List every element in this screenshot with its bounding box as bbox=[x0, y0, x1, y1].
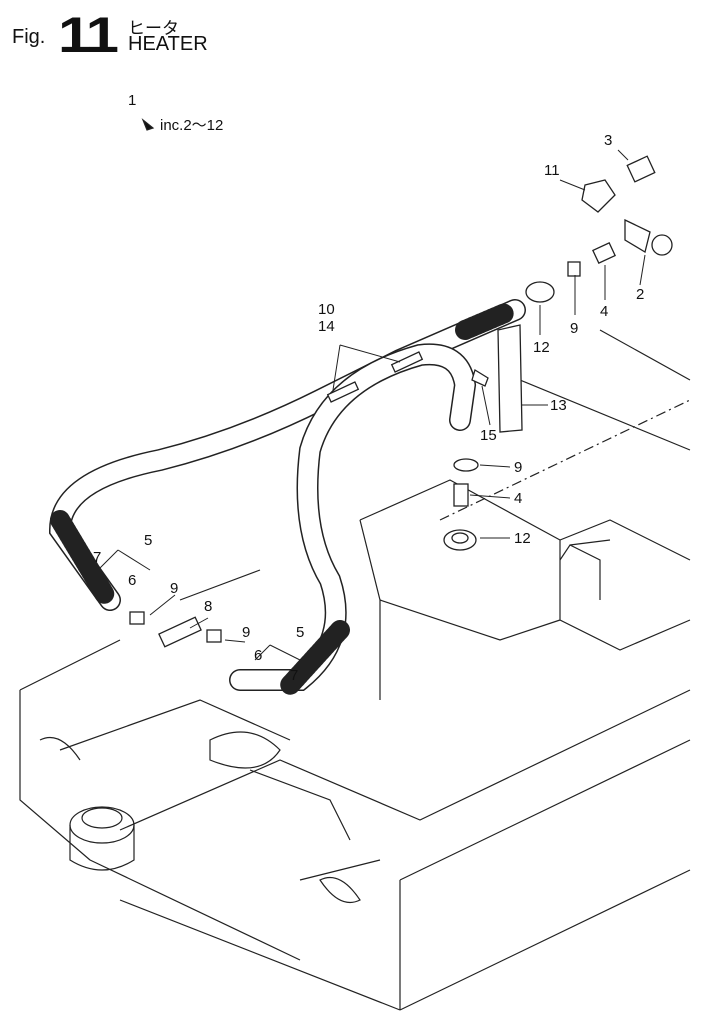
title-jp: ヒータ bbox=[128, 19, 179, 38]
callout-11: 11 bbox=[544, 162, 560, 179]
assembly-item: 1 bbox=[128, 92, 137, 109]
callout-4: 4 bbox=[600, 303, 609, 320]
leader-lines bbox=[97, 149, 646, 661]
callout-15: 15 bbox=[480, 427, 497, 444]
callout-7: 7 bbox=[290, 667, 299, 684]
heater-hoses bbox=[48, 299, 526, 695]
callout-9: 9 bbox=[170, 580, 179, 597]
fittings bbox=[129, 155, 673, 648]
callout-12: 12 bbox=[514, 530, 531, 547]
callout-9: 9 bbox=[242, 624, 251, 641]
callout-10: 10 bbox=[318, 301, 335, 318]
callout-6: 6 bbox=[128, 572, 137, 589]
callout-7: 7 bbox=[93, 549, 102, 566]
assembly-note: inc.2～12 bbox=[160, 117, 224, 134]
fig-prefix: Fig. bbox=[12, 26, 46, 48]
callout-9: 9 bbox=[514, 459, 523, 476]
callout-5: 5 bbox=[296, 624, 305, 641]
callout-2: 2 bbox=[636, 286, 645, 303]
callout-9: 9 bbox=[570, 320, 579, 337]
title-en: HEATER bbox=[128, 33, 208, 55]
frame-outline bbox=[19, 118, 691, 1011]
callout-3: 3 bbox=[604, 132, 613, 149]
callout-8: 8 bbox=[204, 598, 213, 615]
callout-4: 4 bbox=[514, 490, 523, 507]
callout-5: 5 bbox=[144, 532, 153, 549]
callout-12: 12 bbox=[533, 339, 550, 356]
fig-number: 11 bbox=[58, 7, 119, 63]
callout-6: 6 bbox=[254, 647, 263, 664]
callout-13: 13 bbox=[550, 397, 567, 414]
callout-14: 14 bbox=[318, 318, 335, 335]
